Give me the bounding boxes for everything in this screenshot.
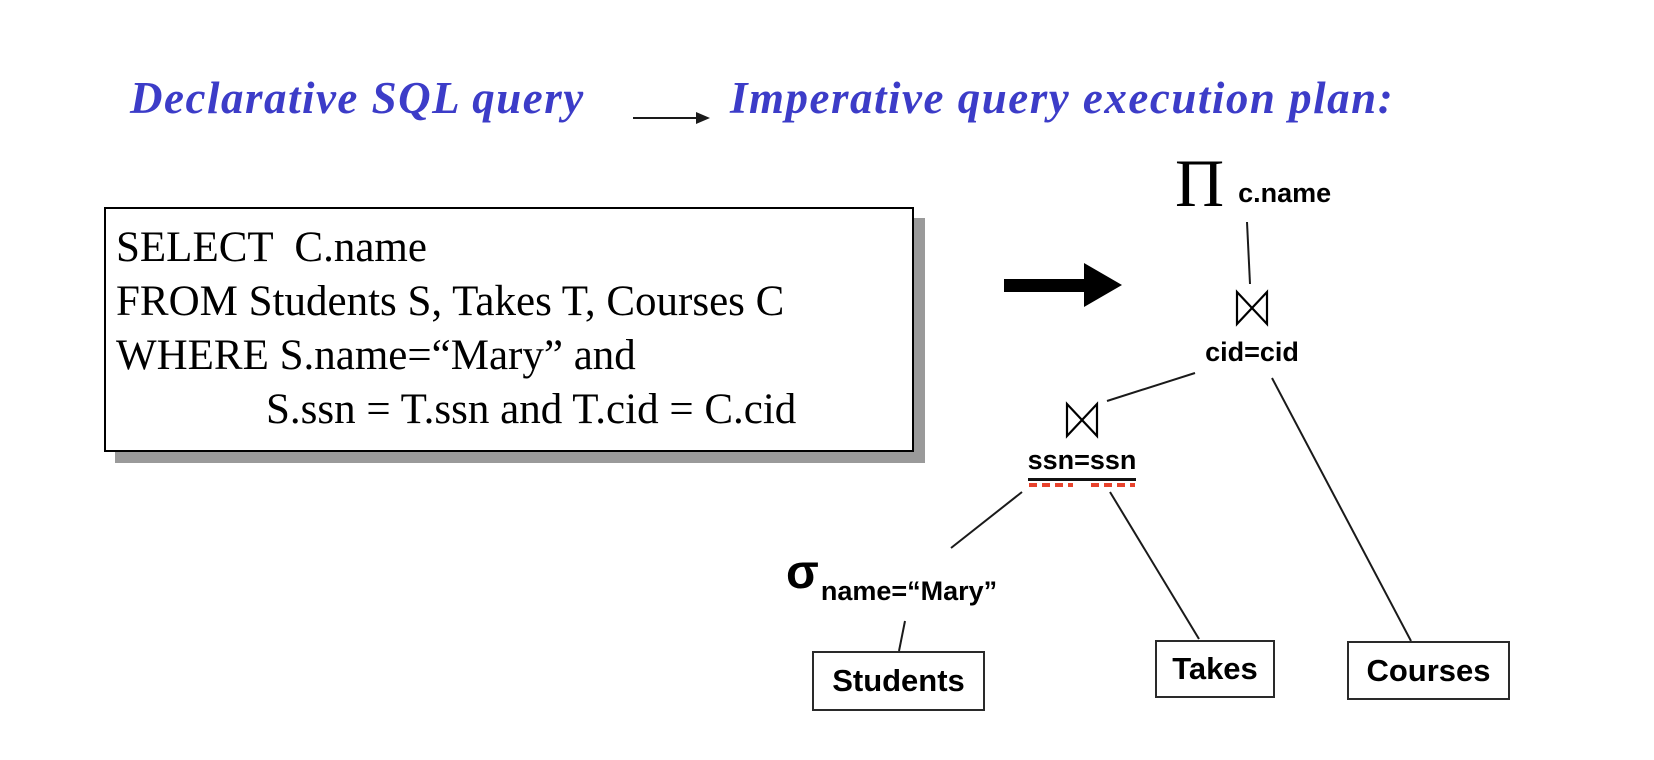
sql-line-where-cont: S.ssn = T.ssn and T.cid = C.cid xyxy=(266,386,797,433)
edge-join-bottom-to-takes xyxy=(1109,491,1200,640)
ssn-right-word: ssn xyxy=(1089,445,1137,487)
join-top-bowtie-icon xyxy=(1235,289,1269,327)
relation-label-students: Students xyxy=(832,663,965,698)
relation-label-takes: Takes xyxy=(1172,651,1258,686)
equals-sign: = xyxy=(1074,445,1090,481)
spellcheck-underline-icon xyxy=(1028,483,1074,487)
projection-node: Π c.name xyxy=(1175,145,1332,221)
selection-subscript: name=“Mary” xyxy=(820,576,998,606)
edge-selection-to-students xyxy=(898,620,906,652)
ssn-left-text: ssn xyxy=(1027,445,1075,475)
edge-join-bottom-to-selection xyxy=(950,491,1023,549)
join-top-condition-label: cid=cid xyxy=(1205,337,1299,367)
relation-box-students: Students xyxy=(812,651,985,711)
relation-label-courses: Courses xyxy=(1366,652,1491,688)
edge-join-top-to-courses xyxy=(1271,377,1412,642)
sql-line-where: WHERE S.name=“Mary” and xyxy=(116,332,636,379)
sql-line-select: SELECT C.name xyxy=(116,224,427,271)
sql-query-box: SELECT C.name FROM Students S, Takes T, … xyxy=(104,207,914,452)
join-bottom-bowtie-icon xyxy=(1065,401,1099,439)
ssn-right-text: ssn xyxy=(1089,445,1137,475)
join-bottom-condition-label: ssn=ssn xyxy=(1017,445,1147,487)
relation-box-takes: Takes xyxy=(1155,640,1275,698)
selection-sigma-symbol: σ xyxy=(786,546,819,599)
header-imperative-title: Imperative query execution plan: xyxy=(730,73,1395,123)
edge-join-top-to-join-bottom xyxy=(1106,372,1196,402)
selection-node: σ name=“Mary” xyxy=(786,546,998,607)
projection-pi-symbol: Π xyxy=(1175,145,1225,221)
header-declarative-title: Declarative SQL query xyxy=(130,73,585,123)
edge-projection-to-join-top xyxy=(1246,221,1251,285)
transform-arrow-icon xyxy=(1004,263,1122,307)
spellcheck-underline-icon xyxy=(1090,483,1136,487)
sql-line-from: FROM Students S, Takes T, Courses C xyxy=(116,278,785,325)
ssn-left-word: ssn xyxy=(1027,445,1075,487)
relation-box-courses: Courses xyxy=(1347,641,1510,700)
projection-subscript: c.name xyxy=(1238,178,1332,208)
flow-arrow-icon xyxy=(633,112,710,124)
